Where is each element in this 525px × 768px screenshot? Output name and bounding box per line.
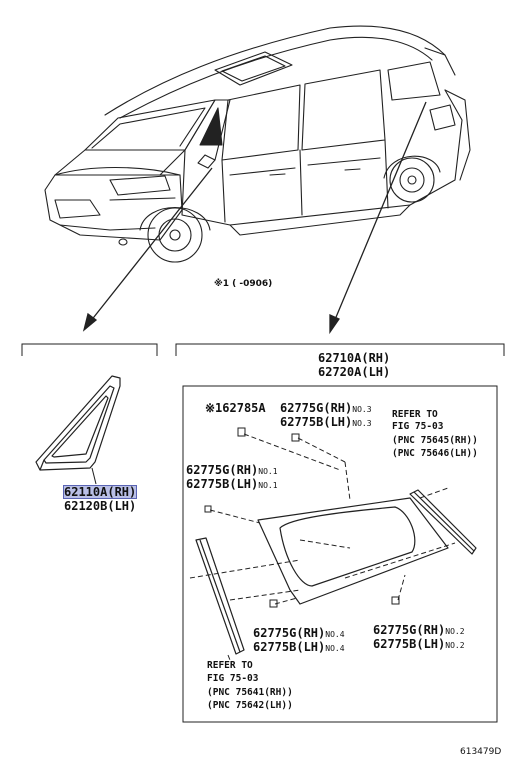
note-footnote: ※1 ( -0906) — [214, 279, 273, 289]
position-no2: NO.2 — [445, 627, 465, 636]
part-number-62775b-no2[interactable]: 62775B(LH)NO.2 — [373, 638, 465, 650]
refer-bottom-line3: (PNC 75641(RH)) — [207, 687, 293, 698]
part-number-62710a-rh[interactable]: 62710A(RH) — [318, 351, 391, 365]
part-number-62775g-no1[interactable]: 62775G(RH)NO.1 — [186, 464, 278, 476]
part-number-62775b-no2-label: 62775B(LH) — [373, 637, 446, 651]
refer-top-line2[interactable]: FIG 75-03 — [392, 421, 444, 432]
part-number-62775b-no1[interactable]: 62775B(LH)NO.1 — [186, 478, 278, 490]
part-number-62785a[interactable]: ※162785A — [205, 401, 266, 415]
position-no1: NO.1 — [258, 467, 278, 476]
refer-top-line1: REFER TO — [392, 409, 438, 420]
part-number-62120b-lh[interactable]: 62120B(LH) — [64, 499, 137, 513]
part-number-62775b-no3-label: 62775B(LH) — [280, 415, 353, 429]
part-number-62720a-lh[interactable]: 62720A(LH) — [318, 365, 391, 379]
part-number-62775g-no1-label: 62775G(RH) — [186, 463, 259, 477]
diagram-id: 613479D — [460, 747, 502, 757]
position-no4: NO.4 — [325, 630, 345, 639]
position-no4: NO.4 — [325, 644, 345, 653]
refer-bottom-line1: REFER TO — [207, 660, 253, 671]
refer-bottom-line2[interactable]: FIG 75-03 — [207, 673, 259, 684]
refer-top-line4: (PNC 75646(LH)) — [392, 448, 478, 459]
part-number-62775g-no3[interactable]: 62775G(RH)NO.3 — [280, 402, 372, 414]
refer-bottom-line4: (PNC 75642(LH)) — [207, 700, 293, 711]
part-number-62775b-no3[interactable]: 62775B(LH)NO.3 — [280, 416, 372, 428]
part-number-62775b-no4-label: 62775B(LH) — [253, 640, 326, 654]
position-no3: NO.3 — [352, 419, 372, 428]
part-number-62775g-no4[interactable]: 62775G(RH)NO.4 — [253, 627, 345, 639]
refer-top-line3: (PNC 75645(RH)) — [392, 435, 478, 446]
part-number-62775g-no4-label: 62775G(RH) — [253, 626, 326, 640]
position-no2: NO.2 — [445, 641, 465, 650]
part-number-62110a-rh[interactable]: 62110A(RH) — [62, 485, 138, 499]
position-no1: NO.1 — [258, 481, 278, 490]
part-number-62775g-no3-label: 62775G(RH) — [280, 401, 353, 415]
part-number-62775g-no2-label: 62775G(RH) — [373, 623, 446, 637]
part-number-62775g-no2[interactable]: 62775G(RH)NO.2 — [373, 624, 465, 636]
position-no3: NO.3 — [352, 405, 372, 414]
part-number-62775b-no4[interactable]: 62775B(LH)NO.4 — [253, 641, 345, 653]
part-number-62775b-no1-label: 62775B(LH) — [186, 477, 259, 491]
